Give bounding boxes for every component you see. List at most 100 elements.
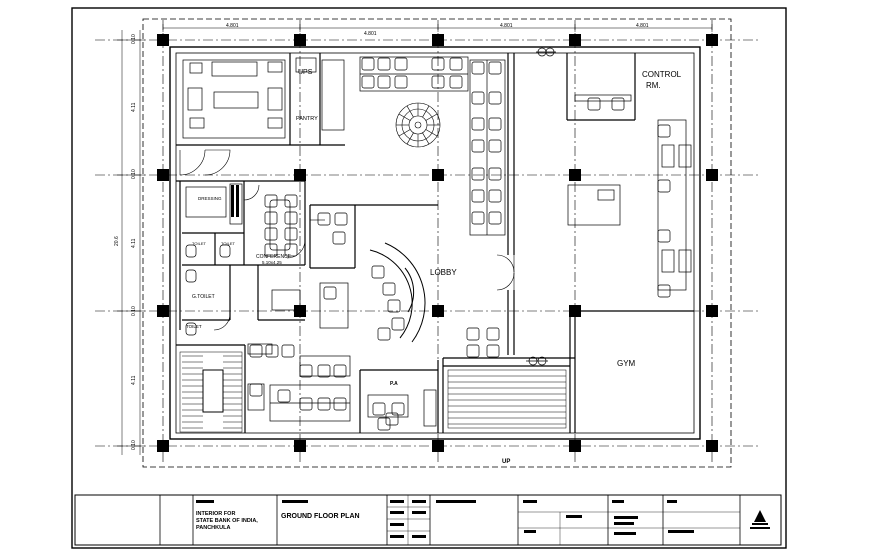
chair xyxy=(264,227,278,241)
chair xyxy=(387,299,401,313)
chair xyxy=(657,229,671,243)
dim-top-1: 4.801 xyxy=(226,23,239,29)
chair xyxy=(377,57,391,71)
project-line-3: PANCHKULA xyxy=(196,525,230,531)
fan-petal xyxy=(422,132,430,145)
chair xyxy=(264,243,278,257)
fan-petal xyxy=(406,132,414,145)
column xyxy=(157,34,169,46)
chair xyxy=(372,402,386,416)
label-conference-size: 5.10x4.25 xyxy=(262,260,282,265)
chair xyxy=(323,286,337,300)
chair xyxy=(657,179,671,193)
chair xyxy=(264,194,278,208)
title-block: INTERIOR FOR STATE BANK OF INDIA, PANCHK… xyxy=(74,494,782,546)
column xyxy=(569,169,581,181)
door-swing-icon xyxy=(179,149,515,331)
chair xyxy=(471,61,485,75)
chair xyxy=(488,167,502,181)
chair xyxy=(377,75,391,89)
column xyxy=(157,305,169,317)
chair xyxy=(377,327,391,341)
project-line-2: STATE BANK OF INDIA, xyxy=(196,518,258,524)
chair xyxy=(394,57,408,71)
left-dimension-line xyxy=(117,30,145,455)
column xyxy=(432,169,444,181)
label-dressing: DRESSING xyxy=(198,196,222,201)
ceiling-fan-icon xyxy=(395,102,441,148)
chair xyxy=(377,417,391,431)
chair xyxy=(382,282,396,296)
chair xyxy=(471,167,485,181)
label-ups: UPS xyxy=(298,69,313,76)
furniture xyxy=(182,56,692,427)
label-up: UP xyxy=(502,459,510,465)
chair xyxy=(265,344,279,358)
left-dimensions: 0.10 4.11 0.10 4.11 0.10 4.11 0.10 20.6 xyxy=(114,34,137,450)
chair xyxy=(284,211,298,225)
chair xyxy=(488,91,502,105)
dim-left-2: 4.11 xyxy=(131,102,137,112)
column xyxy=(294,305,306,317)
label-pa: P.A xyxy=(390,381,398,387)
chair xyxy=(657,284,671,298)
chair xyxy=(317,212,331,226)
chair xyxy=(488,139,502,153)
chair xyxy=(471,117,485,131)
fan-petal xyxy=(425,113,438,121)
chair xyxy=(332,231,346,245)
label-toilet-b: TOILET xyxy=(221,241,235,246)
dim-left-6: 4.11 xyxy=(131,375,137,385)
chair xyxy=(449,75,463,89)
chair xyxy=(277,389,291,403)
chair xyxy=(299,397,313,411)
fan-petal xyxy=(425,129,438,137)
chair xyxy=(371,265,385,279)
chair xyxy=(471,139,485,153)
project-line-1: INTERIOR FOR xyxy=(196,511,235,517)
label-control: CONTROL xyxy=(642,70,682,79)
chair xyxy=(264,211,278,225)
chair xyxy=(488,117,502,131)
chair xyxy=(488,211,502,225)
dim-left-5: 0.10 xyxy=(131,306,137,316)
chair xyxy=(317,364,331,378)
chair xyxy=(471,91,485,105)
chair xyxy=(466,327,480,341)
chair xyxy=(394,75,408,89)
chair xyxy=(449,57,463,71)
fan-petal xyxy=(398,113,411,121)
chair xyxy=(391,317,405,331)
chair xyxy=(385,412,399,426)
dim-top-3: 4.801 xyxy=(500,23,513,29)
interior-walls xyxy=(176,53,694,433)
column xyxy=(294,169,306,181)
dim-left-3: 0.10 xyxy=(131,169,137,179)
plot-boundary xyxy=(142,18,732,468)
label-pantry: PANTRY xyxy=(296,116,318,122)
chair xyxy=(488,189,502,203)
chair xyxy=(486,344,500,358)
chair xyxy=(333,397,347,411)
staircase xyxy=(179,351,243,433)
column xyxy=(706,305,718,317)
label-conference: CONFERENCE xyxy=(256,254,292,260)
label-toilet-c: TOILET xyxy=(186,324,202,329)
label-g-toilet: G.TOILET xyxy=(192,294,215,300)
chair xyxy=(466,344,480,358)
chair xyxy=(333,364,347,378)
column xyxy=(294,34,306,46)
label-toilet-a: TOILET xyxy=(192,241,206,246)
label-lobby: LOBBY xyxy=(430,268,457,277)
column xyxy=(706,440,718,452)
column xyxy=(157,440,169,452)
chair xyxy=(284,243,298,257)
chair xyxy=(471,189,485,203)
chair xyxy=(657,124,671,138)
chair xyxy=(284,227,298,241)
column xyxy=(569,34,581,46)
chair xyxy=(361,75,375,89)
fan-petal xyxy=(406,105,414,118)
column xyxy=(432,440,444,452)
